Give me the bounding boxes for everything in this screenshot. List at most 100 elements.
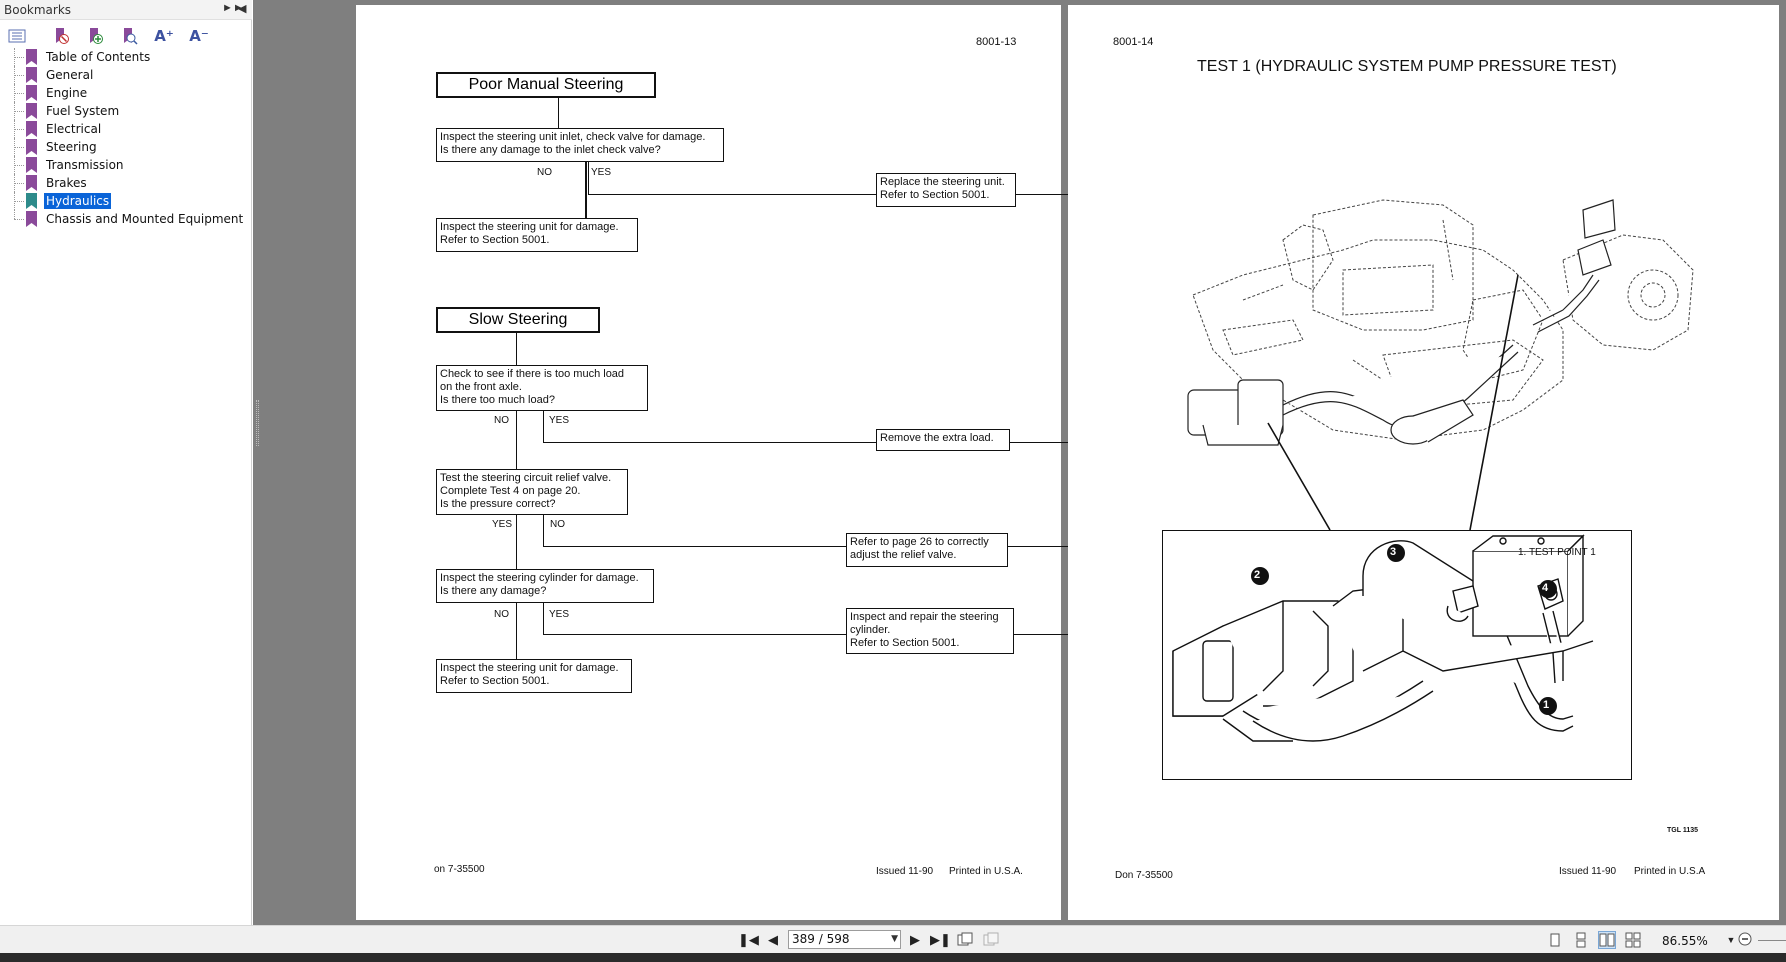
bookmark-item-electrical[interactable]: Electrical — [10, 120, 250, 138]
chevron-down-icon[interactable]: ▼ — [891, 934, 898, 944]
no-label: NO — [537, 167, 552, 178]
bookmark-item-brakes[interactable]: Brakes — [10, 174, 250, 192]
box-text: Complete Test 4 on page 20. — [440, 485, 581, 497]
yes-label: YES — [492, 519, 513, 530]
next-view-icon[interactable] — [982, 932, 1000, 948]
bookmark-icon — [26, 211, 37, 227]
flow-line — [516, 333, 517, 367]
facing-pages-view-icon[interactable] — [1598, 931, 1616, 949]
bookmark-icon — [26, 175, 37, 191]
flow-line — [543, 515, 544, 547]
tree-connector — [14, 183, 24, 184]
tree-connector — [14, 147, 24, 148]
footer-printed: Printed in U.S.A. — [949, 866, 1023, 877]
box-text: Inspect the steering unit for damage. — [440, 662, 619, 674]
zoom-out-icon[interactable] — [1736, 932, 1754, 948]
box-text: Refer to Section 5001. — [440, 234, 550, 246]
bookmark-item-general[interactable]: General — [10, 66, 250, 84]
flow-box-remove-load: Remove the extra load. — [876, 429, 1010, 451]
bookmark-item-engine[interactable]: Engine — [10, 84, 250, 102]
find-bookmark-button[interactable] — [118, 26, 140, 46]
bookmark-label: Transmission — [46, 158, 124, 172]
bookmark-icon — [26, 139, 37, 155]
bookmarks-toolbar: A⁺ A⁻ — [0, 22, 252, 50]
continuous-view-icon[interactable] — [1572, 931, 1590, 949]
bookmark-label: Engine — [46, 86, 88, 100]
bookmark-item-chassis[interactable]: Chassis and Mounted Equipment — [10, 210, 250, 228]
bookmark-icon — [26, 121, 37, 137]
yes-label: YES — [549, 609, 570, 620]
bookmark-label: Chassis and Mounted Equipment — [46, 212, 244, 226]
bookmark-icon — [26, 49, 37, 65]
bookmark-item-steering[interactable]: Steering — [10, 138, 250, 156]
zoom-level[interactable]: 86.55% — [1662, 934, 1708, 948]
bookmark-item-hydraulics[interactable]: Hydraulics — [10, 192, 250, 210]
add-bookmark-button[interactable] — [84, 26, 106, 46]
footer-document-number: on 7-35500 — [434, 864, 485, 875]
last-page-icon[interactable]: ▶❚ — [930, 932, 951, 947]
bookmark-icon — [26, 157, 37, 173]
delete-bookmark-button[interactable] — [50, 26, 72, 46]
bookmark-label: Brakes — [46, 176, 87, 190]
bookmark-selected-icon — [26, 193, 37, 209]
first-page-icon[interactable]: ❚◀ — [738, 932, 759, 947]
page-number: 8001-13 — [976, 36, 1017, 48]
no-label: NO — [494, 609, 509, 620]
flow-box-cylinder: Inspect the steering cylinder for damage… — [436, 569, 654, 603]
previous-view-icon[interactable] — [956, 932, 974, 948]
navigation-bar: ❚◀ ◀ 389 / 598 ▼ ▶ ▶❚ 86.55% ▼ — [0, 925, 1786, 953]
callout-2: 2 — [1254, 569, 1261, 581]
bookmark-item-fuel-system[interactable]: Fuel System — [10, 102, 250, 120]
box-text: Inspect the steering unit for damage. — [440, 221, 619, 233]
flow-box-replace: Replace the steering unit. Refer to Sect… — [876, 173, 1016, 207]
tree-connector — [14, 111, 24, 112]
callout-4: 4 — [1542, 582, 1549, 594]
flow-box-q1: Inspect the steering unit inlet, check v… — [436, 128, 724, 162]
box-text: cylinder. — [850, 624, 891, 636]
bookmark-item-table-of-contents[interactable]: Table of Contents — [10, 48, 250, 66]
flow-line — [558, 98, 559, 130]
splitter-grip[interactable] — [256, 400, 259, 446]
next-page-icon[interactable]: ▶ — [910, 932, 920, 947]
callout-1: 1 — [1543, 699, 1550, 711]
flow-box-load: Check to see if there is too much load o… — [436, 365, 648, 411]
flow-line — [543, 603, 544, 635]
box-text: adjust the relief valve. — [850, 549, 957, 561]
box-text: Inspect the steering unit inlet, check v… — [440, 131, 706, 143]
tree-connector — [14, 219, 24, 220]
box-text: Replace the steering unit. — [880, 176, 1005, 188]
previous-page-icon[interactable]: ◀ — [768, 932, 778, 947]
pointer-lines — [1267, 274, 1519, 531]
page-number-field[interactable]: 389 / 598 ▼ — [788, 930, 901, 949]
shrink-text-button[interactable]: A⁻ — [188, 26, 210, 46]
box-text: Refer to Section 5001. — [880, 189, 990, 201]
footer-printed: Printed in U.S.A — [1634, 866, 1706, 877]
flow-box-inspect-unit: Inspect the steering unit for damage. Re… — [436, 218, 638, 252]
zoom-slider[interactable] — [1758, 940, 1786, 941]
box-text: Is there any damage? — [440, 585, 547, 597]
callout-3: 3 — [1390, 546, 1397, 558]
flow-line — [543, 411, 544, 443]
box-text: Is the pressure correct? — [440, 498, 556, 510]
engine-illustration — [1187, 199, 1694, 446]
tree-connector — [14, 57, 24, 58]
taskbar-strip — [0, 953, 1786, 962]
bookmark-label: Steering — [46, 140, 97, 154]
bookmark-options-button[interactable] — [6, 26, 28, 46]
bookmark-item-transmission[interactable]: Transmission — [10, 156, 250, 174]
expand-panel-icon[interactable]: ►► — [222, 2, 244, 14]
box-text: Test the steering circuit relief valve. — [440, 472, 612, 484]
section-title-slow-steering: Slow Steering — [436, 307, 600, 333]
zoom-dropdown-icon[interactable]: ▼ — [1726, 935, 1736, 945]
collapse-panel-icon[interactable]: ◀ — [238, 3, 247, 15]
shrink-text-icon: A⁻ — [189, 27, 209, 45]
bookmark-icon — [26, 67, 37, 83]
continuous-facing-view-icon[interactable] — [1624, 931, 1642, 949]
flow-box-inspect-unit-2: Inspect the steering unit for damage. Re… — [436, 659, 632, 693]
box-text: Refer to Section 5001. — [850, 637, 960, 649]
single-page-view-icon[interactable] — [1546, 931, 1564, 949]
page-number-value: 389 / 598 — [792, 932, 850, 946]
enlarge-text-button[interactable]: A⁺ — [153, 26, 175, 46]
test-title: TEST 1 (HYDRAULIC SYSTEM PUMP PRESSURE T… — [1197, 58, 1617, 75]
bookmark-label: Fuel System — [46, 104, 120, 118]
